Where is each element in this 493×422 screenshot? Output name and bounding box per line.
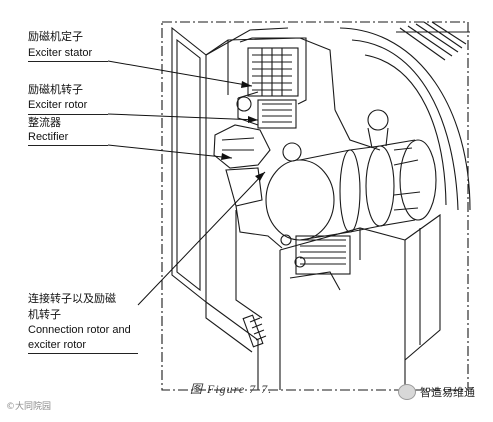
rectifier-assembly	[213, 124, 302, 169]
underline-connection	[28, 353, 138, 354]
label-exciter-rotor-cn: 励磁机转子	[28, 83, 83, 96]
right-lower-frame	[404, 213, 441, 361]
underline-exciter-stator	[28, 61, 108, 62]
watermark-right: 智造易维通	[398, 384, 475, 400]
frame-dashdot	[161, 21, 469, 391]
leader-arrowheads	[221, 81, 265, 181]
underline-exciter-rotor	[28, 114, 108, 115]
cooling-fins	[396, 21, 470, 61]
label-rectifier-cn: 整流器	[28, 116, 61, 129]
label-connection-cn-line1: 连接转子以及励磁	[28, 292, 116, 305]
label-connection-en-line1: Connection rotor and	[28, 324, 131, 336]
housing-top	[205, 37, 336, 111]
label-exciter-stator-cn: 励磁机定子	[28, 30, 83, 43]
label-connection-en-line2: exciter rotor	[28, 339, 87, 351]
exciter-rotor-stack	[236, 91, 297, 129]
label-exciter-stator-en: Exciter stator	[28, 47, 93, 59]
support-bracket	[225, 167, 263, 207]
exciter-stator-block	[239, 37, 307, 105]
label-exciter-rotor-en: Exciter rotor	[28, 99, 88, 111]
base-structure	[205, 210, 267, 390]
leader-rectifier	[107, 144, 233, 159]
leader-connection	[137, 171, 266, 306]
watermark-left: ©大同院园	[6, 402, 52, 412]
end-shield-arcs	[334, 27, 471, 211]
label-rectifier-en: Rectifier	[28, 131, 69, 143]
figure-caption: 图 Figure 7-7.	[190, 382, 273, 396]
leader-lines	[107, 60, 266, 306]
label-connection-cn-line2: 机转子	[28, 308, 61, 321]
leader-exciter-stator	[107, 60, 253, 87]
shaft-coupling	[265, 109, 437, 241]
watermark-right-text: 智造易维通	[420, 386, 475, 399]
terminal-box	[279, 227, 406, 390]
underline-rectifier	[28, 145, 108, 146]
wechat-icon	[398, 384, 416, 400]
leader-exciter-rotor	[107, 113, 259, 121]
